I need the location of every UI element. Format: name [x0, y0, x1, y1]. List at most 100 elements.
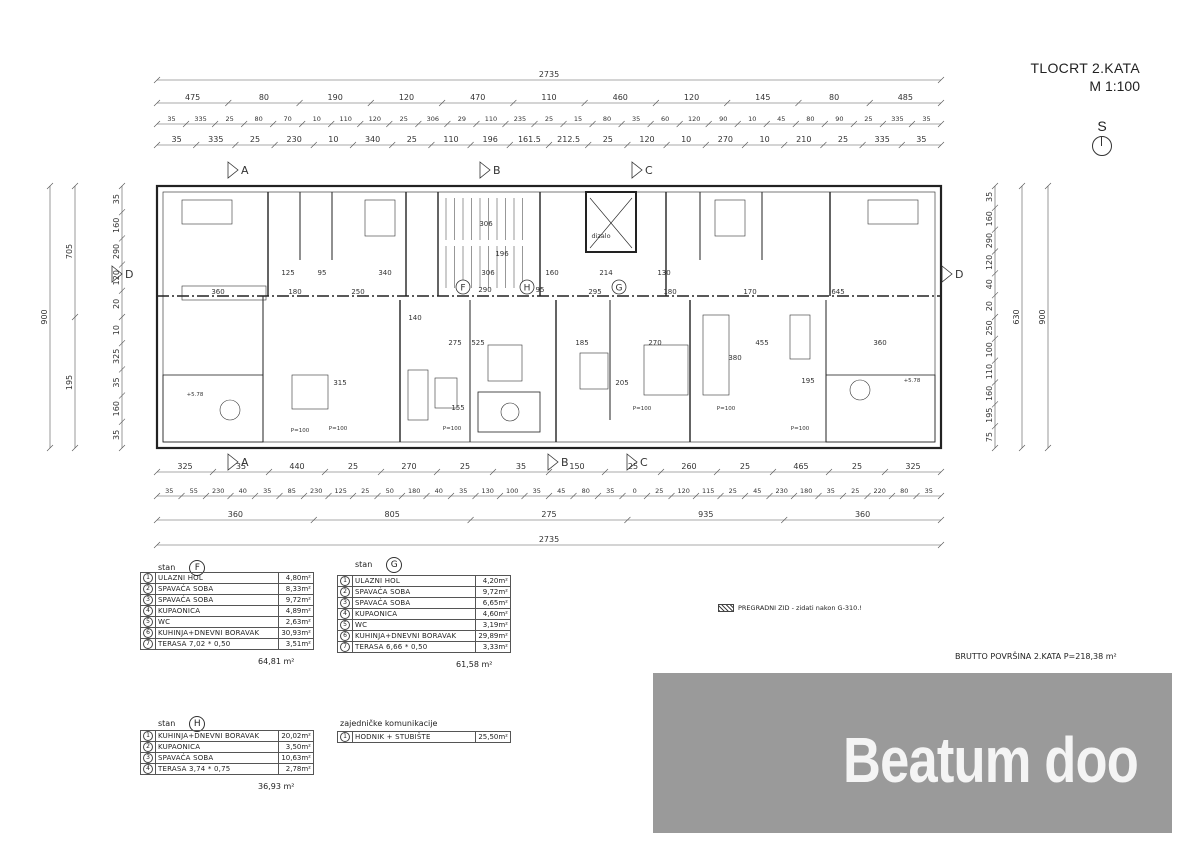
shower-h [579, 352, 609, 390]
dim-top-row3-label: 335 [208, 135, 223, 144]
room-area: 6,65m² [475, 597, 511, 609]
dim-top-row2-label: 10 [313, 115, 321, 123]
dim-bottom-row2-tick [153, 492, 161, 500]
dim-top-row3-label: 210 [796, 135, 811, 144]
tv-unit-f [434, 377, 458, 409]
interior-dimension-label: 360 [211, 288, 224, 296]
room-area: 2,78m² [278, 763, 314, 775]
room-name: WC [352, 619, 476, 631]
room-number: 2 [337, 586, 353, 598]
interior-dimension-label: 525 [471, 339, 484, 347]
room-name: KUPAONICA [155, 605, 279, 617]
dim-right-mid-tick [1018, 182, 1026, 190]
interior-dimension-label: 250 [351, 288, 364, 296]
terrace-level-label: +5.78 [904, 378, 921, 384]
dim-top-row3-tick [232, 141, 239, 149]
dim-bottom-row2-tick [349, 492, 357, 500]
interior-dimension-label: 130 [657, 269, 670, 277]
sofa-g [702, 314, 730, 396]
interior-dimension-label: 160 [545, 269, 558, 277]
section-c-top-label: C [645, 164, 653, 177]
dim-bottom-row2-label: 0 [633, 487, 637, 495]
dim-left-mid-tick [71, 444, 79, 452]
room-area: 4,20m² [475, 575, 511, 587]
dim-right-inner-tick [991, 182, 999, 190]
dim-top-row3-label: 25 [407, 135, 417, 144]
dim-top-row2-tick [589, 120, 596, 128]
elevator-shaft [585, 191, 637, 253]
dim-bottom-row3-tick [310, 516, 318, 524]
dim-right-inner-tick [991, 335, 999, 343]
dim-top-row2-tick [386, 120, 393, 128]
dim-left-inner-label: 290 [112, 244, 121, 259]
section-d-right-icon [941, 265, 953, 283]
dim-bottom-row2-tick [790, 492, 798, 500]
dim-right-inner-tick [991, 226, 999, 233]
axis-F-icon [455, 279, 471, 295]
interior-dimension-label: 315 [333, 379, 346, 387]
floor-level-label: P=100 [633, 406, 652, 412]
watermark: Beatum doo [653, 673, 1172, 833]
room-number: 6 [140, 627, 156, 639]
dim-top-row3-tick [388, 141, 396, 149]
sofa-f [407, 369, 429, 421]
dim-bottom-row2-tick [839, 492, 847, 500]
dim-top-row2-label: 35 [922, 115, 930, 123]
dim-right-outer-label: 900 [1038, 309, 1047, 324]
dim-top-row2-label: 25 [225, 115, 233, 123]
section-a-top-icon [227, 161, 239, 179]
interior-dimension-label: 170 [743, 288, 756, 296]
dim-top-row3-tick [428, 141, 435, 149]
dim-top-row3-label: 335 [875, 135, 890, 144]
room-name: SPAVAĆA SOBA [352, 586, 476, 598]
dim-right-inner-label: 75 [985, 432, 994, 442]
dim-top-row3-tick [741, 141, 749, 149]
furniture [181, 199, 919, 422]
room-name: ULAZNI HOL [352, 575, 476, 587]
room-name: KUPAONICA [352, 608, 476, 620]
dim-top-row2-label: 15 [574, 115, 582, 123]
dim-top-row1-label: 145 [755, 93, 770, 102]
dim-right-inner-label: 120 [985, 255, 994, 270]
room-number: 2 [140, 741, 156, 753]
dim-top-row2-label: 80 [603, 115, 611, 123]
dim-bottom-row2-tick [815, 492, 822, 500]
terrace-table-f [219, 399, 241, 421]
dim-bottom-row1-tick [433, 468, 441, 476]
dim-left-inner-tick [118, 208, 126, 216]
section-b-bottom-label: B [561, 456, 569, 469]
room-area: 3,33m² [475, 641, 511, 653]
dim-left-inner-tick [118, 366, 126, 373]
dim-bottom-row1-label: 260 [681, 462, 696, 471]
dim-bottom-row1-tick [937, 468, 945, 476]
dining-table-h [487, 344, 523, 382]
dim-top-row1-label: 485 [898, 93, 913, 102]
dim-top-total-tick [153, 76, 161, 84]
building-outline [155, 184, 943, 450]
dimension-lines [46, 76, 1052, 549]
dim-top-row3-tick [898, 141, 906, 149]
dim-top-row2-tick [153, 120, 161, 128]
axis-G-icon [611, 279, 627, 295]
dim-top-row3-tick [859, 141, 866, 149]
room-name: SPAVAĆA SOBA [155, 583, 279, 595]
dim-bottom-row2-tick [668, 492, 675, 500]
dim-top-row3-tick [702, 141, 710, 149]
section-b-top-icon [479, 161, 491, 179]
dim-top-row1-label: 470 [470, 93, 485, 102]
dim-left-inner-tick [118, 392, 126, 399]
dim-bottom-row2-tick [766, 492, 773, 500]
dim-top-row2-tick [821, 120, 829, 128]
axis-H-icon [519, 279, 535, 295]
dim-bottom-total-tick [153, 541, 161, 549]
dim-bottom-row2-label: 180 [800, 487, 812, 495]
